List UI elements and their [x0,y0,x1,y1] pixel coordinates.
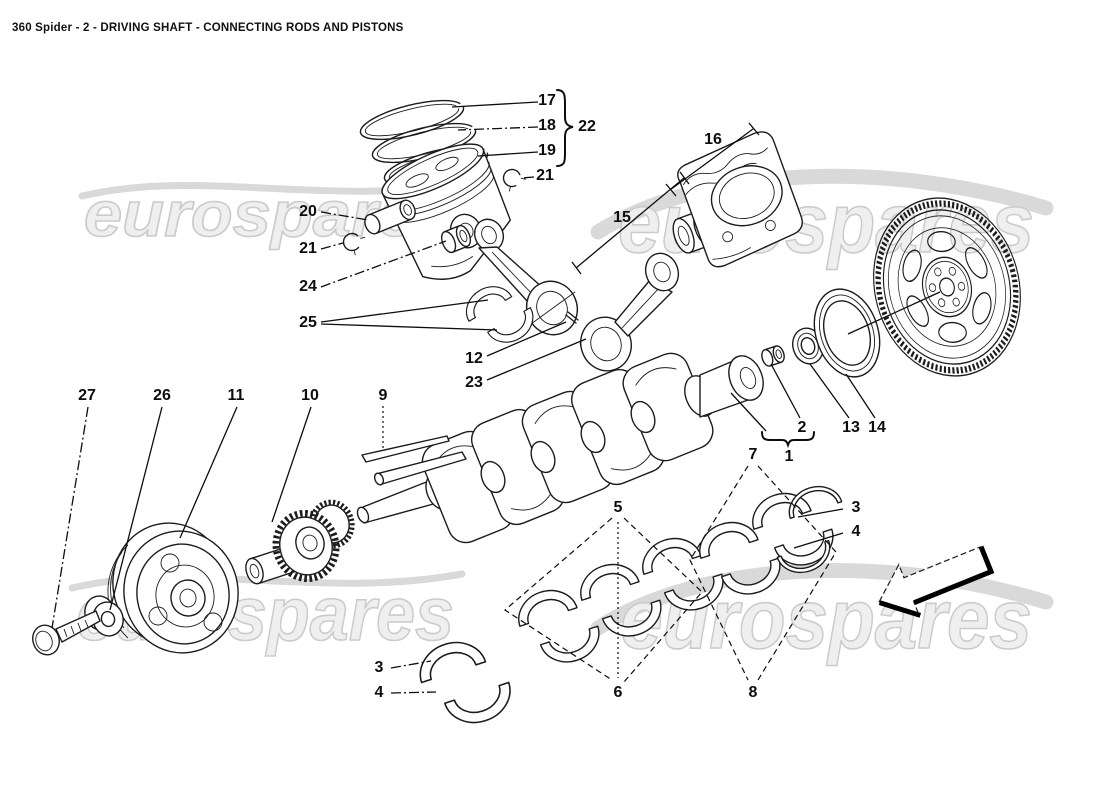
leader-lines [51,89,876,694]
callout-4-right: 4 [851,523,861,540]
callout-4-left: 4 [374,684,384,701]
pilot-bush [761,345,785,367]
seal-ring [813,288,881,378]
callout-16: 16 [704,131,722,148]
pulley-bolt [32,610,101,656]
callout-14: 14 [868,419,886,436]
callout-5: 5 [613,499,623,516]
crankshaft [356,352,764,544]
piston-1 [381,143,511,280]
callout-25: 25 [299,314,317,331]
callout-23: 23 [465,374,483,391]
callout-7: 7 [748,446,758,463]
callout-19: 19 [538,142,556,159]
piston-rings [359,99,489,187]
connecting-rod-2 [580,252,680,372]
callout-12: 12 [465,350,483,367]
callout-3-left: 3 [374,659,384,676]
callout-6: 6 [613,684,623,701]
callout-2: 2 [797,419,807,436]
callout-3-right: 3 [851,499,861,516]
piston-pin [364,199,416,235]
callout-20: 20 [299,203,317,220]
callout-21-left: 21 [299,240,317,257]
callout-15: 15 [613,209,631,226]
callout-21-top: 21 [536,167,554,184]
callout-17: 17 [538,92,556,109]
watermark-text: eurospares [620,572,1032,666]
connecting-rod-1 [473,218,579,336]
flywheel [847,197,1021,377]
callout-18: 18 [538,117,556,134]
rod-bearing-shells [465,286,534,343]
crankshaft-key [361,435,467,486]
piston-2 [677,131,803,268]
crankshaft-pulley [107,522,239,654]
bearing-shell-pair [419,641,511,724]
callout-24: 24 [299,278,317,295]
callout-13: 13 [842,419,860,436]
circlip [502,168,526,192]
page-title: 360 Spider - 2 - DRIVING SHAFT - CONNECT… [12,22,404,34]
callout-26: 26 [153,387,171,404]
callout-11: 11 [227,387,245,404]
callout-8: 8 [748,684,758,701]
callout-9: 9 [378,387,388,404]
callout-27: 27 [78,387,96,404]
callout-1: 1 [784,448,794,465]
direction-arrow-icon [878,545,995,618]
circlip [342,232,366,256]
callout-22: 22 [578,118,596,135]
small-end-bush [440,224,472,254]
callout-10: 10 [301,387,319,404]
